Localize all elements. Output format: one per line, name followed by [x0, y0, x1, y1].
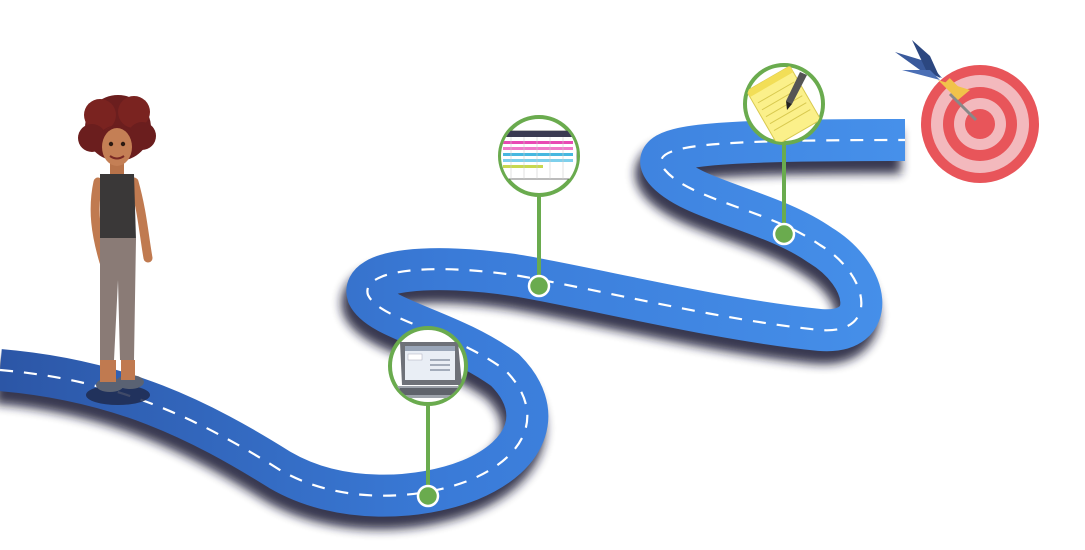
milestone-laptop: [388, 326, 468, 508]
woman-character: [78, 95, 156, 405]
milestone-calendar: [498, 115, 580, 298]
calendar-icon: [501, 130, 577, 180]
notepad-pencil-icon: [746, 66, 822, 142]
target-dart-icon: [895, 40, 1039, 183]
laptop-icon: [391, 342, 465, 398]
milestone-notepad: [743, 63, 825, 246]
winding-road: [0, 119, 906, 530]
